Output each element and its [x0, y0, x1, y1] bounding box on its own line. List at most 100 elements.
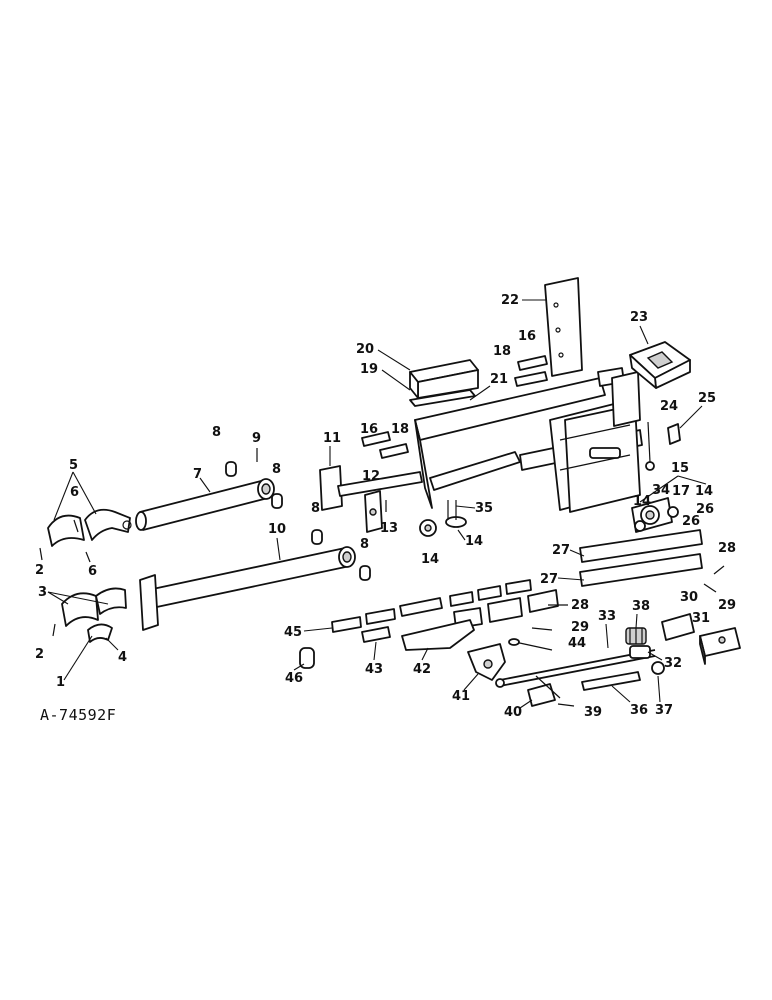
- part-label-27: 27: [552, 543, 570, 558]
- part-label-43: 43: [365, 662, 383, 677]
- yoke-5-upper: [47, 508, 132, 547]
- part-label-29: 29: [718, 598, 736, 613]
- part-label-36: 36: [630, 703, 648, 718]
- part-label-24: 24: [660, 399, 678, 414]
- shaft-40: [527, 675, 561, 707]
- part-label-30: 30: [680, 590, 698, 605]
- plate-18-top: [514, 371, 548, 387]
- part-label-8: 8: [212, 425, 221, 440]
- part-label-14: 14: [695, 484, 713, 499]
- plate-43: [361, 626, 391, 643]
- plate-16-top: [517, 355, 548, 371]
- nut-37: [651, 661, 665, 675]
- part-label-12: 12: [362, 469, 380, 484]
- plate-11: [319, 465, 423, 511]
- part-label-9: 9: [252, 431, 261, 446]
- pin-46: [299, 647, 315, 669]
- part-label-20: 20: [356, 342, 374, 357]
- plate-22: [544, 277, 583, 377]
- part-label-23: 23: [630, 310, 648, 325]
- part-label-37: 37: [655, 703, 673, 718]
- part-label-8: 8: [360, 537, 369, 552]
- part-label-15: 15: [671, 461, 689, 476]
- part-label-31: 31: [692, 611, 710, 626]
- rod-33: [495, 649, 656, 688]
- part-label-35: 35: [475, 501, 493, 516]
- part-label-4: 4: [118, 650, 127, 665]
- screw-6a: [73, 519, 79, 533]
- part-label-39: 39: [584, 705, 602, 720]
- pin-8d: [359, 565, 371, 581]
- part-label-1: 1: [56, 675, 65, 690]
- part-label-16: 16: [360, 422, 378, 437]
- part-label-11: 11: [323, 431, 341, 446]
- bracket-42: [401, 619, 475, 651]
- part-label-46: 46: [285, 671, 303, 686]
- part-label-17: 17: [672, 484, 690, 499]
- part-label-14: 14: [465, 534, 483, 549]
- plate-18-mid: [379, 443, 409, 459]
- part-label-25: 25: [698, 391, 716, 406]
- part-label-6: 6: [88, 564, 97, 579]
- part-label-14: 14: [421, 552, 439, 567]
- labels: 1 2 2 3 4 5 6 6 7 8 8 8 8 9 10 11 12 13 …: [35, 293, 736, 720]
- part-label-2: 2: [35, 647, 44, 662]
- part-label-40: 40: [504, 705, 522, 720]
- pin-8b: [271, 493, 283, 509]
- part-label-27: 27: [540, 572, 558, 587]
- screw-6b: [85, 551, 91, 563]
- part-label-26: 26: [696, 502, 714, 517]
- part-label-38: 38: [632, 599, 650, 614]
- screw-2b: [52, 623, 56, 637]
- part-label-10: 10: [268, 522, 286, 537]
- part-label-44: 44: [568, 636, 586, 651]
- part-label-19: 19: [360, 362, 378, 377]
- part-label-28: 28: [571, 598, 589, 613]
- shaft-7: [135, 478, 275, 531]
- pin-39: [557, 703, 575, 707]
- part-label-33: 33: [598, 609, 616, 624]
- part-label-45: 45: [284, 625, 302, 640]
- drawing-number: A-74592F: [40, 706, 117, 724]
- part-label-7: 7: [193, 467, 202, 482]
- block-31: [699, 627, 741, 665]
- part-label-29: 29: [571, 620, 589, 635]
- part-label-34: 34: [652, 483, 670, 498]
- part-label-6: 6: [70, 485, 79, 500]
- plate-12: [364, 490, 383, 533]
- pin-29-right: [703, 583, 717, 593]
- stud-35: [445, 500, 467, 528]
- part-label-16: 16: [518, 329, 536, 344]
- spring-38: [625, 627, 647, 645]
- plates-45: [331, 579, 559, 633]
- bracket-assembly: [631, 497, 679, 533]
- part-label-41: 41: [452, 689, 470, 704]
- bar-36: [581, 671, 641, 691]
- plate-16-mid: [361, 431, 391, 447]
- part-label-26: 26: [682, 514, 700, 529]
- part-label-28: 28: [718, 541, 736, 556]
- block-32: [629, 645, 651, 659]
- bolt-44: [508, 638, 553, 651]
- strips-27: [579, 529, 703, 587]
- part-label-2: 2: [35, 563, 44, 578]
- part-label-18: 18: [493, 344, 511, 359]
- pin-8c: [311, 529, 323, 545]
- block-23: [629, 341, 691, 389]
- main-frame: [414, 367, 643, 513]
- pin-8a: [225, 461, 237, 477]
- part-label-3: 3: [38, 585, 47, 600]
- part-label-8: 8: [311, 501, 320, 516]
- bolt-24: [647, 421, 651, 463]
- tab-25: [667, 423, 681, 445]
- part-label-32: 32: [664, 656, 682, 671]
- block-20: [409, 359, 479, 407]
- bracket-30: [661, 613, 695, 641]
- screw-2a: [39, 547, 43, 561]
- part-label-22: 22: [501, 293, 519, 308]
- lever-41: [467, 643, 506, 681]
- pin-28-right: [713, 565, 725, 575]
- shaft-10: [139, 546, 356, 631]
